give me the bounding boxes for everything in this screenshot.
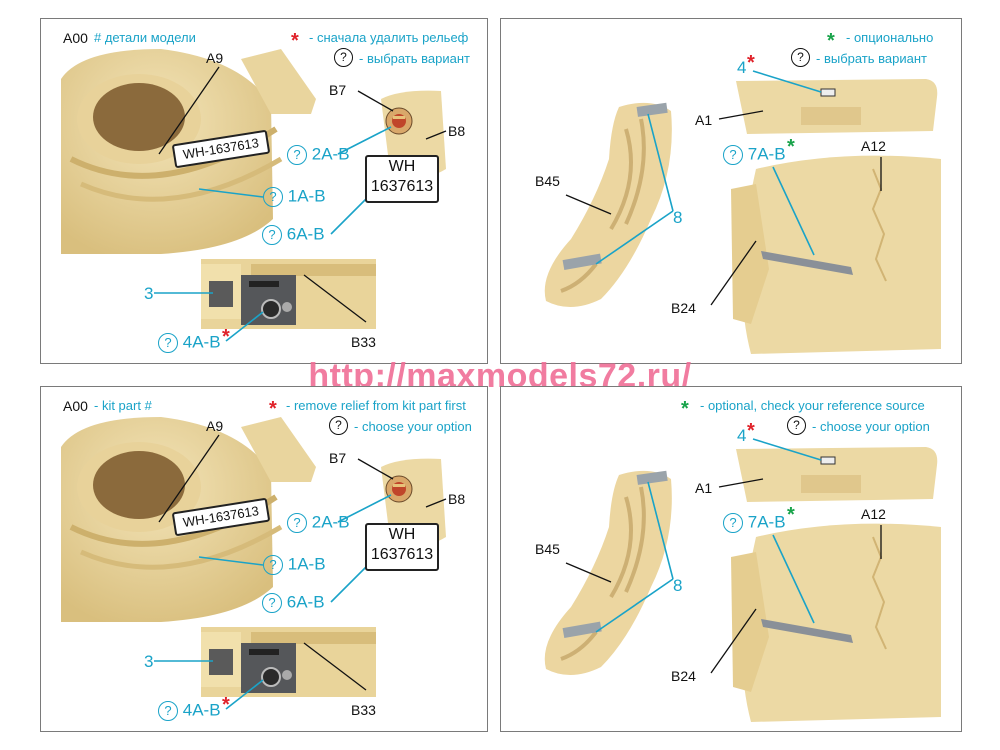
label-b33: B33: [351, 334, 376, 350]
legend-choose: - choose your option: [354, 419, 472, 434]
callout-8: 8: [673, 576, 683, 595]
label-b24: B24: [671, 300, 696, 316]
label-b8: B8: [448, 123, 466, 139]
parts-illustration: [61, 49, 447, 342]
panel-decal-3: [209, 649, 233, 675]
parts-illustration: [544, 438, 941, 722]
parts-illustration: [544, 70, 941, 354]
legend-optional: - опционально: [846, 30, 934, 45]
label-a12: A12: [861, 138, 886, 154]
callout-4: 4: [737, 58, 747, 77]
panel-decal-3: [209, 281, 233, 307]
choose-option-symbol: ?: [791, 48, 810, 67]
panel-code: A00: [63, 398, 88, 414]
callout-4: ? 4A-B: [158, 701, 221, 721]
relief-asterisk-4: *: [222, 694, 230, 716]
callout-7: ? 7A-B: [723, 145, 786, 165]
relief-asterisk: *: [291, 30, 299, 52]
label-b45: B45: [535, 173, 560, 189]
label-a9: A9: [206, 418, 224, 434]
choose-option-symbol: ?: [787, 416, 806, 435]
choose-option-symbol: ?: [334, 48, 353, 67]
plate-decal-square: WH 1637613: [365, 155, 439, 203]
optional-asterisk-7: *: [787, 136, 795, 158]
label-b8: B8: [448, 491, 466, 507]
panel-top-right: * - опционально ? - выбрать вариант 4 * …: [500, 18, 962, 364]
plate-line-bottom: 1637613: [370, 546, 434, 563]
label-b24: B24: [671, 668, 696, 684]
plate-line-bottom: 1637613: [370, 178, 434, 195]
label-b45: B45: [535, 541, 560, 557]
legend-optional: - optional, check your reference source: [700, 398, 925, 413]
relief-asterisk-4: *: [747, 52, 755, 74]
callout-1: ? 1A-B: [263, 555, 326, 575]
callout-4: ? 4A-B: [158, 333, 221, 353]
plate-line-top: WH: [388, 158, 416, 175]
optional-asterisk: *: [681, 398, 689, 420]
legend-kit-part: - kit part #: [94, 398, 152, 413]
part-b24: [731, 184, 769, 324]
part-a12: [742, 523, 941, 722]
legend-choose: - выбрать вариант: [359, 51, 470, 66]
legend-kit-part: # детали модели: [94, 30, 196, 45]
panel-bottom-right: * - optional, check your reference sourc…: [500, 386, 962, 732]
part-a1: [736, 79, 938, 134]
panel-bottom-left: A00 - kit part # * - remove relief from …: [40, 386, 488, 732]
label-b7: B7: [329, 450, 347, 466]
plate-line-top: WH: [388, 526, 416, 543]
label-a1: A1: [695, 112, 713, 128]
callout-4: 4: [737, 426, 747, 445]
strap-upper: [636, 470, 668, 485]
label-a1: A1: [695, 480, 713, 496]
callout-3: 3: [144, 284, 154, 303]
strap-lower: [562, 253, 602, 271]
panel-top-left: A00 # детали модели * - сначала удалить …: [40, 18, 488, 364]
legend-choose: - выбрать вариант: [816, 51, 927, 66]
label-a12: A12: [861, 506, 886, 522]
panel-code: A00: [63, 30, 88, 46]
label-a9: A9: [206, 50, 224, 66]
relief-asterisk-4: *: [747, 420, 755, 442]
hatch-opening: [93, 83, 185, 151]
strap-upper: [636, 102, 668, 117]
callout-6: ? 6A-B: [262, 593, 325, 613]
plate-decal-square: WH 1637613: [365, 523, 439, 571]
legend-choose: - choose your option: [812, 419, 930, 434]
part-b24: [731, 552, 769, 692]
relief-asterisk: *: [269, 398, 277, 420]
parts-illustration: [61, 417, 447, 710]
callout-1: ? 1A-B: [263, 187, 326, 207]
part-b45: [544, 102, 672, 308]
callout-3: 3: [144, 652, 154, 671]
callout-6: ? 6A-B: [262, 225, 325, 245]
strap-lower: [562, 621, 602, 639]
callout-2: ? 2A-B: [287, 145, 350, 165]
legend-relief: - remove relief from kit part first: [286, 398, 466, 413]
hatch-opening: [93, 451, 185, 519]
relief-asterisk-4: *: [222, 326, 230, 348]
part-a1: [736, 447, 938, 502]
label-b7: B7: [329, 82, 347, 98]
callout-2: ? 2A-B: [287, 513, 350, 533]
callout-8: 8: [673, 208, 683, 227]
choose-option-symbol: ?: [329, 416, 348, 435]
callout-7: ? 7A-B: [723, 513, 786, 533]
part-b45: [544, 470, 672, 676]
optional-asterisk: *: [827, 30, 835, 52]
label-b33: B33: [351, 702, 376, 718]
part-a12: [742, 155, 941, 354]
legend-relief: - сначала удалить рельеф: [309, 30, 469, 45]
optional-asterisk-7: *: [787, 504, 795, 526]
